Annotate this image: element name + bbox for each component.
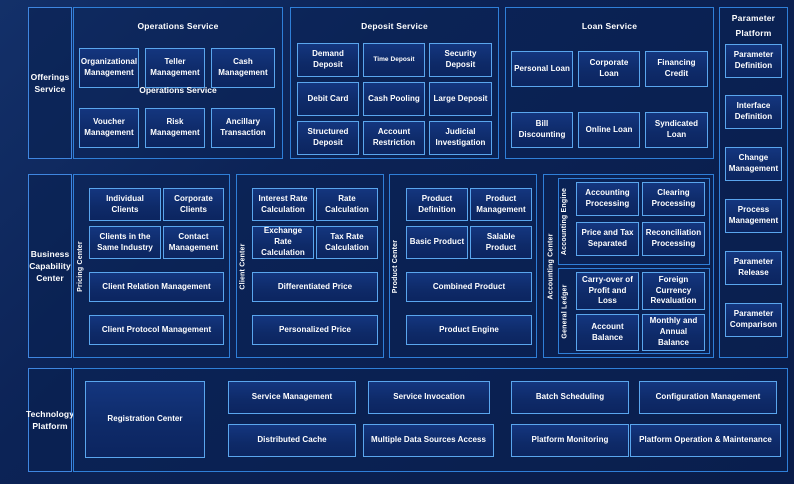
tile-multiple-data-sources-access[interactable]: Multiple Data Sources Access	[363, 424, 494, 457]
tile-platform-operation-maintenance[interactable]: Platform Operation & Maintenance	[630, 424, 781, 457]
tile-individual-clients[interactable]: Individual Clients	[89, 188, 161, 221]
tile-price-and-tax-separated[interactable]: Price and Tax Separated	[576, 222, 639, 256]
tile-monthly-annual-balance[interactable]: Monthly and Annual Balance	[642, 314, 705, 351]
tile-organizational-management[interactable]: Organizational Management	[79, 48, 139, 88]
overlay-label-operations-service: Operations Service	[139, 85, 217, 95]
parameter-platform-title-line2: Platform	[735, 28, 772, 38]
tile-product-management[interactable]: Product Management	[470, 188, 532, 221]
tile-interface-definition[interactable]: Interface Definition	[725, 95, 782, 129]
tile-product-engine[interactable]: Product Engine	[406, 315, 532, 345]
tile-service-management[interactable]: Service Management	[228, 381, 356, 414]
vertical-label-general-ledger: General Ledger	[561, 283, 569, 339]
tile-batch-scheduling[interactable]: Batch Scheduling	[511, 381, 629, 414]
group-title-deposit-service: Deposit Service	[361, 21, 428, 31]
vertical-label-product-center: Product Center	[392, 239, 400, 293]
tile-combined-product[interactable]: Combined Product	[406, 272, 532, 302]
tile-clients-same-industry[interactable]: Clients in the Same Industry	[89, 226, 161, 259]
vlabel-wrap-pricing-center: Pricing Center	[73, 174, 87, 358]
tile-product-definition[interactable]: Product Definition	[406, 188, 468, 221]
tile-registration-center[interactable]: Registration Center	[85, 381, 205, 458]
tile-configuration-management[interactable]: Configuration Management	[639, 381, 777, 414]
tile-large-deposit[interactable]: Large Deposit	[429, 82, 492, 116]
tile-financing-credit[interactable]: Financing Credit	[645, 51, 708, 87]
tile-basic-product[interactable]: Basic Product	[406, 226, 468, 259]
vertical-label-accounting-center: Accounting Center	[547, 232, 555, 300]
tile-structured-deposit[interactable]: Structured Deposit	[297, 121, 359, 155]
tile-debit-card[interactable]: Debit Card	[297, 82, 359, 116]
tile-salable-product[interactable]: Salable Product	[470, 226, 532, 259]
tile-judicial-investigation[interactable]: Judicial Investigation	[429, 121, 492, 155]
group-title-operations-service: Operations Service	[137, 21, 219, 31]
tile-distributed-cache[interactable]: Distributed Cache	[228, 424, 356, 457]
tile-demand-deposit[interactable]: Demand Deposit	[297, 43, 359, 77]
sidebar-technology-platform[interactable]: Technology Platform	[26, 368, 74, 472]
tile-client-protocol-management[interactable]: Client Protocol Management	[89, 315, 224, 345]
vlabel-wrap-client-center: Client Center	[236, 174, 250, 358]
tile-foreign-currency-revaluation[interactable]: Foreign Currency Revaluation	[642, 272, 705, 310]
tile-parameter-release[interactable]: Parameter Release	[725, 251, 782, 285]
tile-risk-management[interactable]: Risk Management	[145, 108, 205, 148]
tile-rate-calculation[interactable]: Rate Calculation	[316, 188, 378, 221]
vlabel-wrap-general-ledger: General Ledger	[558, 268, 572, 354]
tile-corporate-loan[interactable]: Corporate Loan	[578, 51, 640, 87]
tile-teller-management[interactable]: Teller Management	[145, 48, 205, 88]
tile-personalized-price[interactable]: Personalized Price	[252, 315, 378, 345]
tile-cash-pooling[interactable]: Cash Pooling	[363, 82, 425, 116]
tile-cash-management[interactable]: Cash Management	[211, 48, 275, 88]
tile-interest-rate-calculation[interactable]: Interest Rate Calculation	[252, 188, 314, 221]
tile-parameter-definition[interactable]: Parameter Definition	[725, 44, 782, 78]
vlabel-wrap-product-center: Product Center	[389, 174, 403, 358]
tile-contact-management[interactable]: Contact Management	[163, 226, 224, 259]
vlabel-wrap-accounting-engine: Accounting Engine	[558, 178, 572, 265]
tile-change-management[interactable]: Change Management	[725, 147, 782, 181]
tile-exchange-rate-calculation[interactable]: Exchange Rate Calculation	[252, 226, 314, 259]
tile-account-balance[interactable]: Account Balance	[576, 314, 639, 351]
tile-online-loan[interactable]: Online Loan	[578, 112, 640, 148]
tile-parameter-comparison[interactable]: Parameter Comparison	[725, 303, 782, 337]
sidebar-offerings-service[interactable]: Offerings Service	[28, 7, 72, 159]
tile-client-relation-management[interactable]: Client Relation Management	[89, 272, 224, 302]
group-title-loan-service: Loan Service	[581, 21, 638, 31]
tile-platform-monitoring[interactable]: Platform Monitoring	[511, 424, 629, 457]
tile-syndicated-loan[interactable]: Syndicated Loan	[645, 112, 708, 148]
sidebar-business-capability-center[interactable]: Business Capability Center	[28, 174, 72, 358]
tile-personal-loan[interactable]: Personal Loan	[511, 51, 573, 87]
vertical-label-accounting-engine: Accounting Engine	[561, 187, 569, 256]
vlabel-wrap-accounting-center: Accounting Center	[545, 174, 557, 358]
tile-bill-discounting[interactable]: Bill Discounting	[511, 112, 573, 148]
tile-time-deposit[interactable]: Time Deposit	[363, 43, 425, 77]
tile-accounting-processing[interactable]: Accounting Processing	[576, 182, 639, 216]
tile-process-management[interactable]: Process Management	[725, 199, 782, 233]
tile-carry-over-profit-loss[interactable]: Carry-over of Profit and Loss	[576, 272, 639, 310]
tile-differentiated-price[interactable]: Differentiated Price	[252, 272, 378, 302]
tile-corporate-clients[interactable]: Corporate Clients	[163, 188, 224, 221]
tile-service-invocation[interactable]: Service Invocation	[368, 381, 490, 414]
parameter-platform-title-line1: Parameter	[731, 13, 776, 23]
tile-security-deposit[interactable]: Security Deposit	[429, 43, 492, 77]
tile-ancillary-transaction[interactable]: Ancillary Transaction	[211, 108, 275, 148]
vertical-label-client-center: Client Center	[239, 242, 247, 290]
tile-voucher-management[interactable]: Voucher Management	[79, 108, 139, 148]
tile-clearing-processing[interactable]: Clearing Processing	[642, 182, 705, 216]
vertical-label-pricing-center: Pricing Center	[76, 240, 84, 292]
tile-account-restriction[interactable]: Account Restriction	[363, 121, 425, 155]
tile-tax-rate-calculation[interactable]: Tax Rate Calculation	[316, 226, 378, 259]
tile-reconciliation-processing[interactable]: Reconciliation Processing	[642, 222, 705, 256]
